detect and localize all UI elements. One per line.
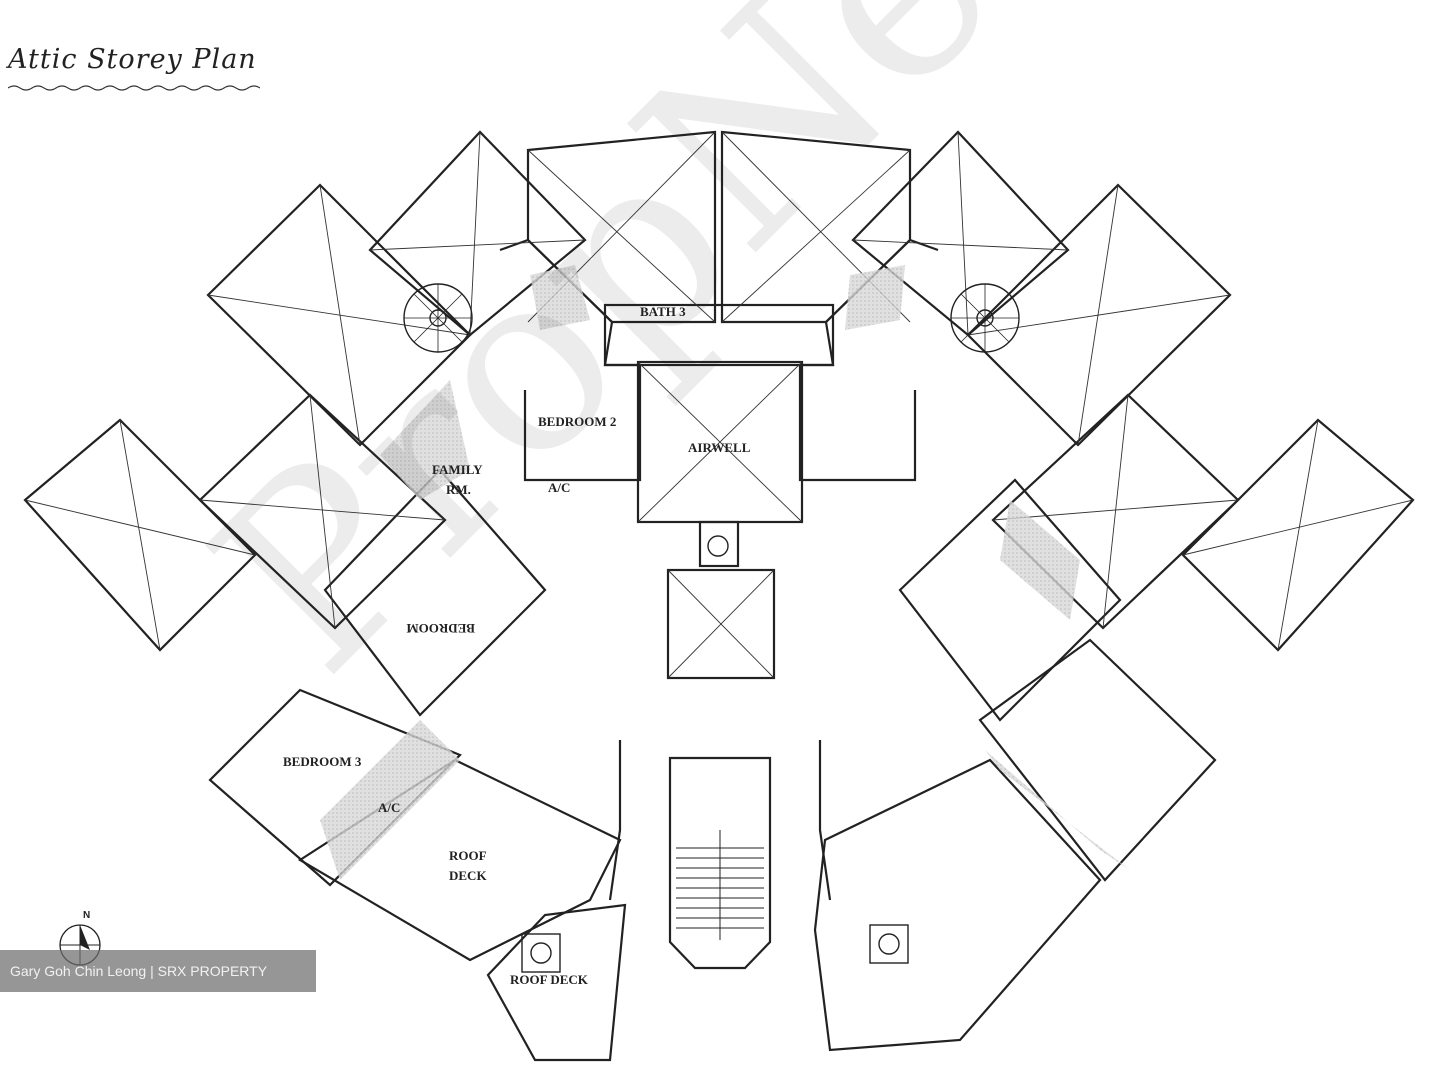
shade-right-bedroom xyxy=(985,750,1130,870)
label-airwell: AIRWELL xyxy=(688,440,751,455)
stair-right-wall xyxy=(818,740,832,901)
shade-right-mid xyxy=(1000,500,1080,620)
bedroom3-wing xyxy=(208,688,462,887)
roof-deck-skylight-right xyxy=(869,924,909,964)
bath3-strip xyxy=(603,303,835,367)
label-family-rm-1: FAMILY xyxy=(432,462,483,477)
shade-upper-right xyxy=(845,265,905,330)
label-family-rm-2: RM. xyxy=(446,482,471,497)
shade-upper-left xyxy=(530,265,590,330)
label-bedroom3: BEDROOM 3 xyxy=(283,754,362,769)
plan-title: Attic Storey Plan xyxy=(8,44,257,75)
roof-deck-small xyxy=(486,903,627,1062)
label-bedroom-mirrored: BEDROOM xyxy=(406,621,475,636)
title-underline xyxy=(8,85,260,91)
roof-panel-top-left xyxy=(526,130,717,324)
roof-deck-skylight-left xyxy=(521,933,561,973)
right-roof-deck xyxy=(813,758,1102,1052)
north-label: N xyxy=(83,910,90,921)
label-roof-deck-1: ROOF xyxy=(449,848,487,863)
lift-lobby xyxy=(698,520,740,568)
lift-lobby-fixture xyxy=(707,535,729,557)
label-bedroom2: BEDROOM 2 xyxy=(538,414,616,429)
label-bath3: BATH 3 xyxy=(640,304,686,319)
credit-banner: Gary Goh Chin Leong | SRX PROPERTY xyxy=(0,950,316,992)
right-lower-wing xyxy=(898,478,1122,722)
left-lower-wing xyxy=(323,468,547,717)
shade-bedroom3 xyxy=(320,720,460,880)
lift-box xyxy=(666,568,776,680)
shade-family xyxy=(380,380,470,500)
stair-left-wall xyxy=(608,740,622,901)
label-roof-deck-small: ROOF DECK xyxy=(510,972,589,987)
label-roof-deck-2: DECK xyxy=(449,868,487,883)
stair-well xyxy=(668,756,772,970)
label-ac-upper: A/C xyxy=(548,480,570,495)
label-ac-lower: A/C xyxy=(378,800,400,815)
right-bedroom-wing xyxy=(978,638,1217,882)
